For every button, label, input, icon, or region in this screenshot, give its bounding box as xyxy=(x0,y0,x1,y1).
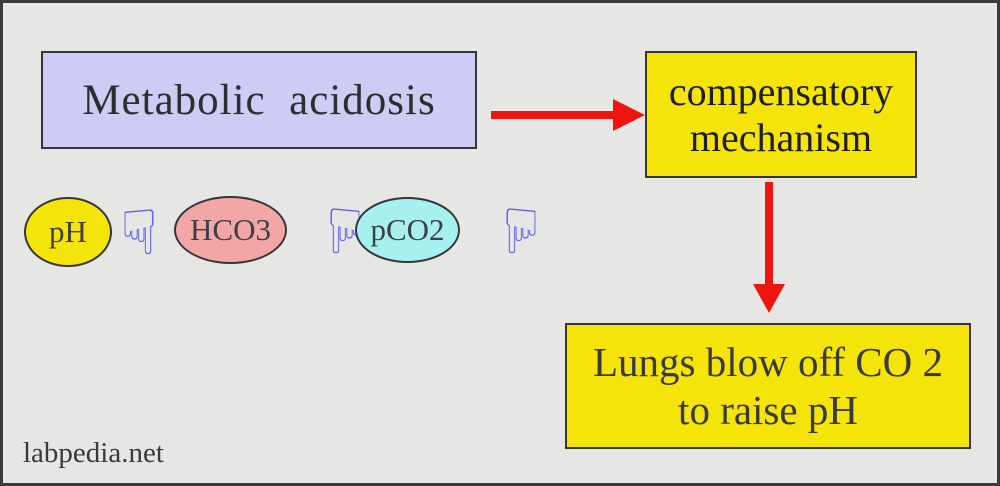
metabolic-acidosis-box: Metabolic acidosis xyxy=(41,51,477,149)
hco3-ellipse: HCO3 xyxy=(174,196,287,264)
hand-down-icon: ☟ xyxy=(120,196,158,269)
watermark-labpedia: labpedia.net xyxy=(23,437,164,469)
hco3-label: HCO3 xyxy=(190,212,271,247)
ph-ellipse: pH xyxy=(24,197,112,267)
lungs-line2: to raise pH xyxy=(678,387,858,433)
lungs-line1: Lungs blow off CO 2 xyxy=(592,338,944,385)
flow-arrow-right-icon xyxy=(491,99,645,131)
compensatory-line2: mechanism xyxy=(689,114,873,160)
pco2-label: pCO2 xyxy=(370,212,445,247)
compensatory-line1: compensatory xyxy=(668,68,894,114)
hand-down-icon: ☟ xyxy=(502,195,540,268)
flow-arrow-down-icon xyxy=(753,182,785,313)
lungs-blow-off-co2-box: Lungs blow off CO 2 to raise pH xyxy=(565,323,971,449)
metabolic-acidosis-label: Metabolic acidosis xyxy=(82,76,436,124)
ph-label: pH xyxy=(49,214,87,249)
compensatory-mechanism-box: compensatory mechanism xyxy=(645,51,917,178)
pco2-ellipse: pCO2 xyxy=(355,197,460,263)
